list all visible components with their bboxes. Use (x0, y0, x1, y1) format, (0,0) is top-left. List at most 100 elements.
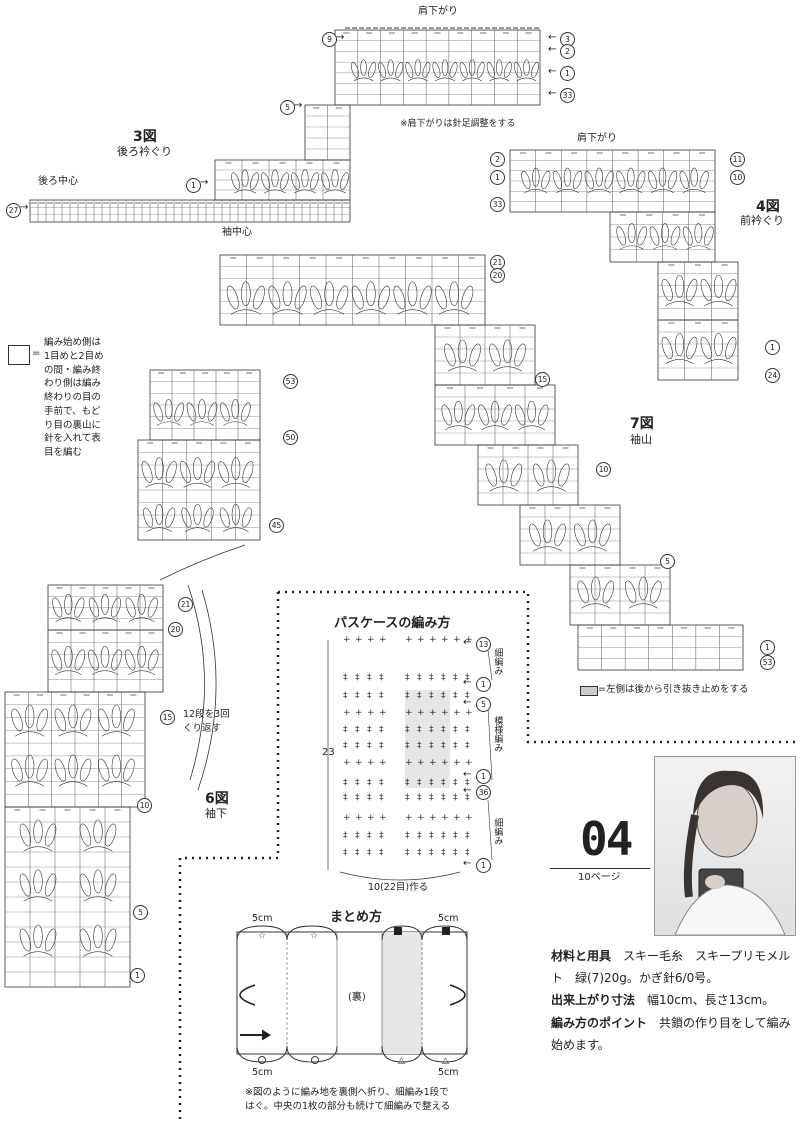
svg-text:‡: ‡ (355, 725, 360, 735)
top-row-badge: 9 (322, 32, 337, 47)
svg-text:‡: ‡ (379, 673, 384, 683)
svg-text:‡: ‡ (429, 725, 434, 735)
fig4-step-3-motif (661, 332, 698, 365)
svg-text:+: + (453, 813, 461, 823)
fig7-top (219, 254, 486, 326)
svg-text:+: + (453, 708, 461, 718)
svg-text:‡: ‡ (343, 691, 348, 701)
fig4-step-3-motif (700, 332, 737, 365)
svg-text:‡: ‡ (441, 793, 446, 803)
svg-text:‡: ‡ (417, 673, 422, 683)
svg-text:‡: ‡ (465, 778, 470, 788)
fig6-step-1-motif (88, 593, 122, 622)
top-arrow: → (294, 100, 303, 111)
fig6-label: 6図 (205, 791, 229, 807)
svg-text:+: + (429, 813, 437, 823)
top-arrow: ← (548, 88, 557, 99)
left-lower-motif (179, 457, 216, 488)
fig6-step-1-motif (52, 593, 85, 622)
fig4-top-motif (647, 167, 678, 194)
svg-text:‡: ‡ (417, 778, 422, 788)
svg-text:+: + (405, 813, 413, 823)
left-lower-b-motif (143, 503, 176, 532)
passcase-section-top: 細編み (492, 648, 503, 675)
fig4-step-2 (657, 261, 739, 321)
fig6-step-3b-motif (98, 754, 135, 787)
svg-text:+: + (417, 813, 425, 823)
left-row-badge: 5 (133, 905, 148, 920)
passcase-row-badge: 1 (476, 677, 491, 692)
point-label: 編み方のポイント (551, 1015, 648, 1030)
model-photo (654, 756, 796, 936)
svg-text:‡: ‡ (405, 741, 410, 751)
assembly-right-top: 5cm (438, 913, 459, 924)
fig4-row-badge: 33 (490, 197, 505, 212)
top-row-badge: 3 (560, 32, 575, 47)
fig3-center-label: 後ろ中心 (38, 176, 78, 187)
fig7-row-badge: 5 (660, 554, 675, 569)
svg-text:+: + (453, 635, 461, 645)
fig3-top-block-motif (351, 59, 377, 82)
left-upper-motif (220, 399, 251, 426)
svg-text:‡: ‡ (343, 741, 348, 751)
assembly-left-bottom: 5cm (252, 1067, 273, 1078)
svg-text:‡: ‡ (429, 741, 434, 751)
fig6-step-4-motif (19, 819, 57, 852)
fig4-row-badge: 1 (765, 340, 780, 355)
size-label: 出来上がり寸法 (551, 993, 636, 1008)
fig4-step-1-motif (649, 223, 681, 250)
svg-text:‡: ‡ (465, 848, 470, 858)
fig7-step-5-motif (577, 576, 615, 609)
fig3-base-rows (29, 199, 351, 223)
fig7-step-2-motif (478, 400, 512, 431)
svg-text:+: + (379, 813, 387, 823)
svg-text:‡: ‡ (343, 793, 348, 803)
svg-text:‡: ‡ (355, 848, 360, 858)
left-lower-motif (218, 457, 254, 488)
fig7-top-motif (310, 281, 349, 315)
svg-text:‡: ‡ (417, 741, 422, 751)
assembly-diagram: ☆☆△△ (236, 925, 468, 1066)
svg-text:+: + (417, 708, 425, 718)
fig6-step-2-motif (88, 645, 122, 676)
svg-text:‡: ‡ (441, 778, 446, 788)
left-row-badge: 15 (160, 710, 175, 725)
passcase-row-badge: 13 (476, 637, 491, 652)
materials-text: スキー毛糸 スキープリモメルト 緑(7)20g。かぎ針6/0号。 (551, 949, 791, 986)
fig7-bottom (577, 624, 744, 671)
top-row-badge: 33 (560, 88, 575, 103)
svg-text:‡: ‡ (441, 741, 446, 751)
assembly-note: ※図のように編み地を裏側へ折り、細編み1段で はぐ。中央の1枚の部分も続けて細編… (245, 1087, 451, 1112)
fig7-center-label: 袖中心 (222, 227, 252, 238)
fig3-step-1-motif (261, 169, 289, 194)
fig3-arrow: → (200, 177, 209, 188)
svg-text:‡: ‡ (379, 831, 384, 841)
svg-text:☆: ☆ (258, 931, 266, 941)
fig3-top-block-motif (513, 59, 539, 82)
passcase-section-bottom: 細編み (492, 818, 503, 845)
fig4-row-badge: 10 (730, 170, 745, 185)
fig7-step-2 (434, 384, 556, 446)
fig6-step-1-motif (125, 593, 158, 622)
svg-text:‡: ‡ (429, 673, 434, 683)
assembly-left-top: 5cm (252, 913, 273, 924)
fig6-step-3b-motif (54, 754, 92, 787)
svg-text:‡: ‡ (417, 831, 422, 841)
left-lower-b-motif (181, 503, 214, 532)
passcase-section-mid: 模様編み (492, 716, 503, 752)
fig3-step-1-motif (291, 169, 319, 194)
svg-text:‡: ‡ (453, 793, 458, 803)
fig3-arrow: → (20, 202, 29, 213)
svg-text:+: + (367, 813, 375, 823)
fig4-sub: 前衿ぐり (740, 214, 784, 227)
top-arrow: ← (548, 32, 557, 43)
passcase-row-badge: 1 (476, 858, 491, 873)
svg-text:‡: ‡ (367, 725, 372, 735)
fig4-step-1-motif (683, 223, 714, 250)
svg-text:+: + (453, 758, 461, 768)
fig7-sub: 袖山 (630, 433, 652, 446)
svg-text:‡: ‡ (417, 691, 422, 701)
left-row-badge: 10 (137, 798, 152, 813)
fig7-top-motif (393, 281, 432, 315)
